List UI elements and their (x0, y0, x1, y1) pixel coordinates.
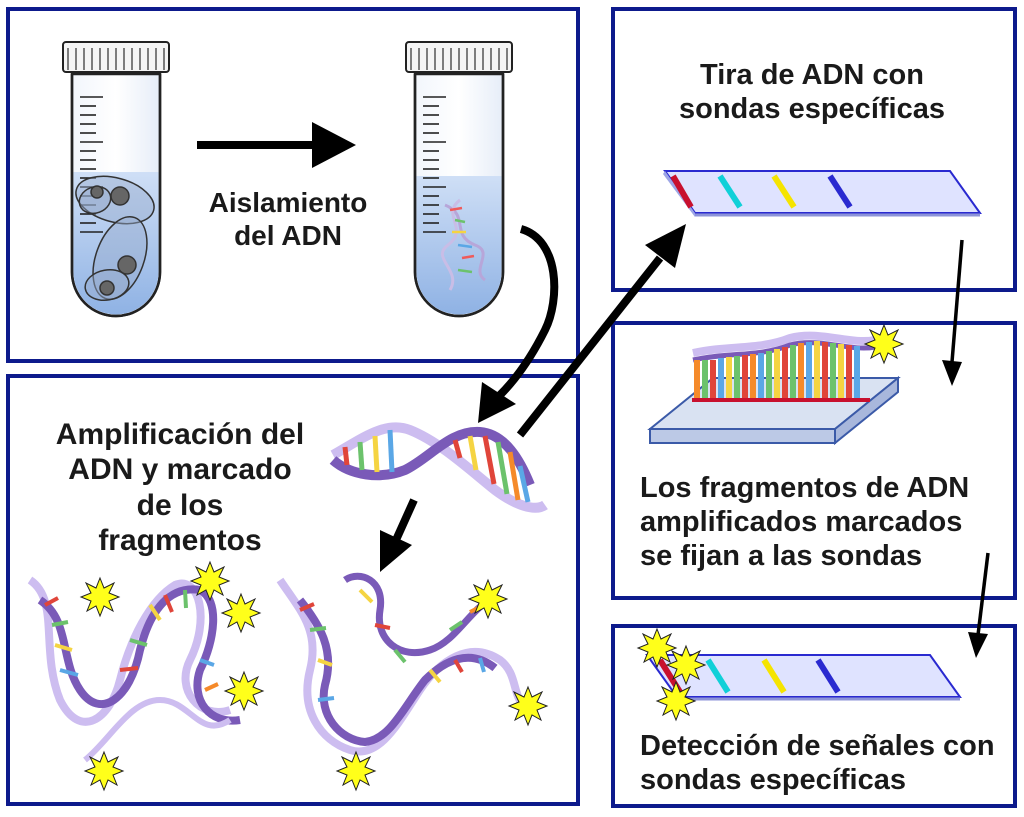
arrow-icon (516, 224, 686, 438)
label-line: Amplificación del (55, 418, 305, 451)
test-tube-icon (62, 41, 170, 318)
probe-strip-icon (663, 170, 982, 217)
arrow-icon (942, 239, 964, 386)
dna-helix-icon (329, 422, 548, 513)
label-line: sondas específicas (679, 93, 945, 126)
label-line: del ADN (234, 220, 342, 252)
label-amplification: Amplificación del ADN y marcado de los f… (55, 417, 305, 559)
label-line: Aislamiento (208, 187, 368, 218)
label-line: ADN y marcado (68, 453, 292, 487)
label-line: Detección de señales con (640, 730, 995, 762)
label-dna-isolation: Aislamiento del ADN (193, 186, 383, 252)
label-line: sondas específicas (640, 764, 906, 797)
dna-fragments (27, 561, 548, 791)
label-line: amplificados marcados (640, 506, 963, 539)
label-line: se fijan a las sondas (640, 540, 923, 573)
star-marker-icon (864, 324, 904, 364)
dna-helix-icon (440, 198, 487, 291)
arrow-icon (478, 225, 559, 423)
label-line: Tira de ADN con (700, 59, 924, 91)
panel-isolation-frame (6, 7, 580, 363)
label-binding: Los fragmentos de ADN amplificados marca… (640, 471, 970, 574)
panel-strip-frame (611, 7, 1017, 292)
label-line: de los fragmentos (98, 488, 262, 558)
label-detection: Detección de señales con sondas específi… (640, 729, 1000, 797)
label-line: Los fragmentos de ADN (640, 472, 970, 504)
star-marker-icon (80, 561, 548, 791)
panel-amplification-frame (6, 374, 580, 806)
arrow-icon (968, 552, 990, 658)
probe-strip-icon (637, 628, 962, 721)
cell-icon (75, 175, 155, 302)
panel-binding-frame (611, 321, 1017, 600)
probe-binding-icon (647, 324, 904, 446)
arrow-icon (380, 498, 418, 572)
test-tube-icon (405, 41, 513, 318)
arrow-icon (197, 122, 356, 168)
panel-detection-frame (611, 624, 1017, 808)
label-probe-strip: Tira de ADN con sondas específicas (662, 58, 962, 126)
